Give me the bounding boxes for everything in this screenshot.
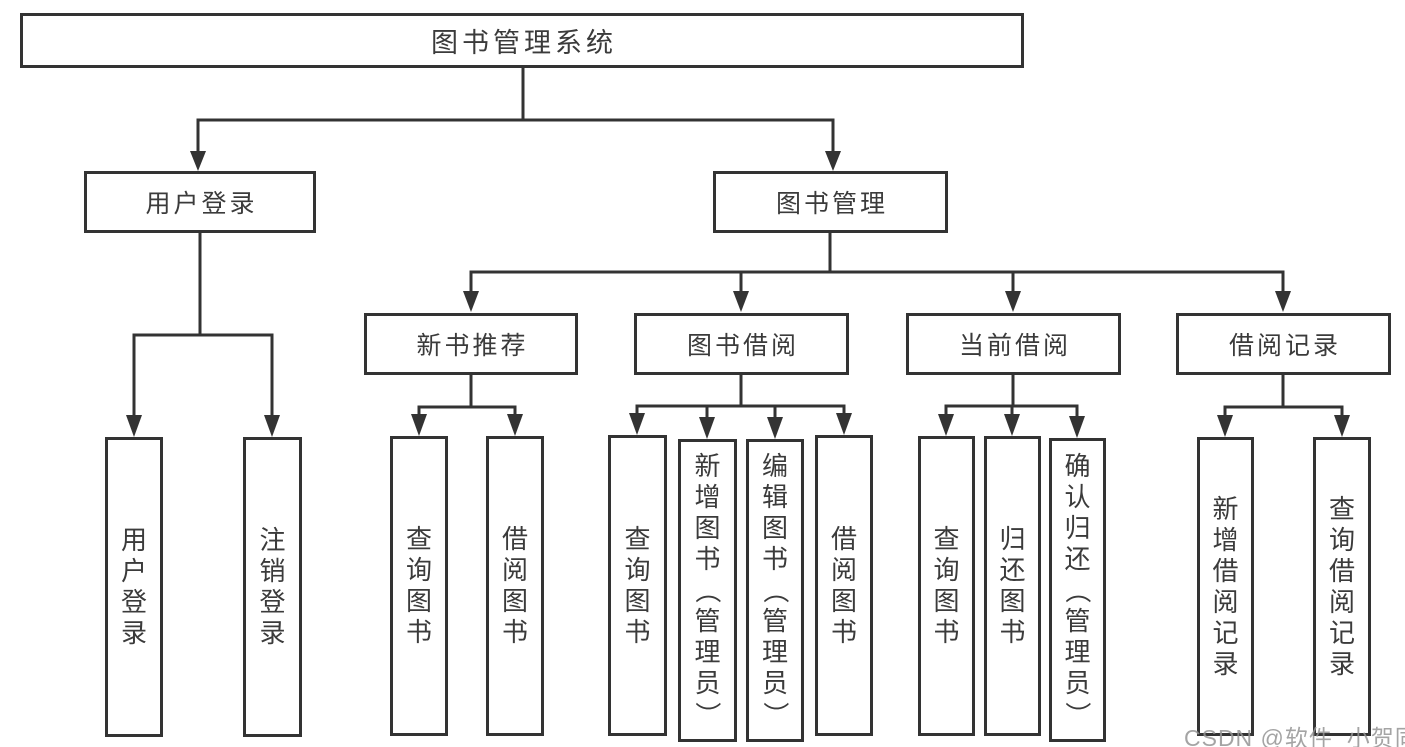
node-current-borrowing: 当前借阅 (906, 313, 1121, 375)
connector-recommend-split (417, 375, 517, 415)
leaf-recommend-borrow-books: 借阅图书 (486, 436, 544, 736)
node-borrowing-records: 借阅记录 (1176, 313, 1391, 375)
leaf-records-add-borrow-record: 新增借阅记录 (1197, 437, 1254, 736)
node-label: 用户登录 (145, 190, 258, 218)
leaf-user-login: 用户登录 (105, 437, 163, 737)
node-label: 图书管理 (775, 190, 888, 218)
connector-records-split (1223, 375, 1344, 416)
leaf-borrowing-query-books: 查询图书 (608, 435, 667, 736)
leaf-current-return-books: 归还图书 (984, 436, 1041, 736)
leaf-borrowing-edit-books-admin: 编辑图书（管理员） (746, 439, 804, 742)
leaf-logout: 注销登录 (243, 437, 302, 737)
leaf-borrowing-add-books-admin: 新增图书（管理员） (678, 439, 737, 742)
node-book-management: 图书管理 (713, 171, 948, 233)
node-label: 图书管理系统 (431, 28, 617, 58)
connector-login-split (132, 233, 274, 416)
node-label: 新书推荐 (416, 332, 529, 360)
leaf-records-query-borrow-record: 查询借阅记录 (1313, 437, 1371, 736)
node-label: 图书借阅 (686, 332, 799, 360)
node-user-login: 用户登录 (84, 171, 316, 233)
leaf-current-query-books: 查询图书 (918, 436, 975, 736)
leaf-recommend-query-books: 查询图书 (390, 436, 448, 736)
node-library-management-system: 图书管理系统 (20, 13, 1024, 68)
connector-borrow-split (635, 375, 846, 418)
node-book-borrowing: 图书借阅 (634, 313, 849, 375)
connector-current-split (944, 375, 1079, 417)
node-new-book-recommend: 新书推荐 (364, 313, 578, 375)
leaf-borrowing-borrow-books: 借阅图书 (815, 435, 873, 736)
leaf-current-confirm-return-admin: 确认归还（管理员） (1049, 438, 1106, 742)
connector-mgmt-split (469, 233, 1285, 292)
csdn-watermark: CSDN @软件_小贺同学 (1184, 725, 1405, 747)
connector-root-split (196, 68, 835, 152)
node-label: 借阅记录 (1228, 332, 1341, 360)
node-label: 当前借阅 (958, 332, 1071, 360)
